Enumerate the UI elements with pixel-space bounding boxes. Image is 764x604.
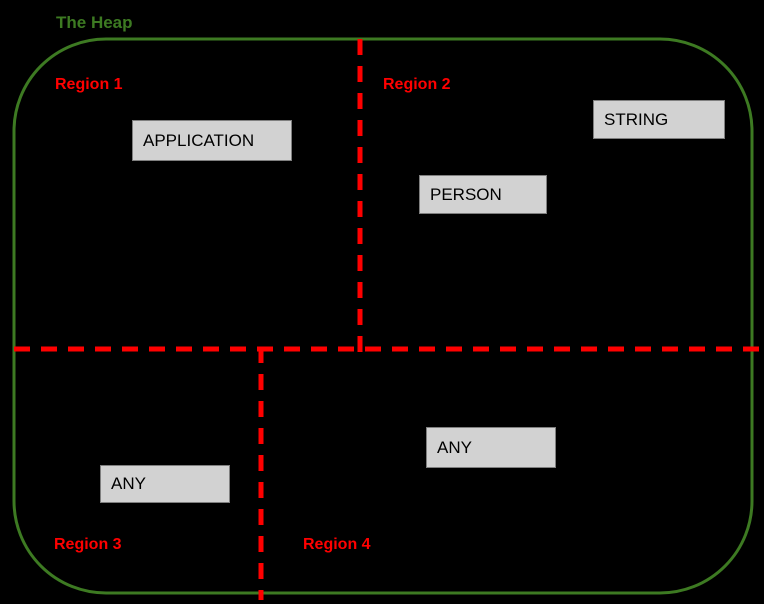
region-label-4: Region 4 — [303, 536, 371, 553]
object-box-person: PERSON — [419, 175, 547, 214]
object-box-label: PERSON — [430, 184, 502, 204]
object-box-label: ANY — [111, 474, 146, 493]
region-label-3: Region 3 — [54, 536, 122, 553]
object-box-any-region4: ANY — [426, 427, 556, 468]
object-box-application: APPLICATION — [132, 120, 292, 161]
object-box-string: STRING — [593, 100, 725, 139]
heap-title: The Heap — [56, 13, 133, 32]
heap-boundary-rect — [12, 37, 754, 595]
object-box-label: STRING — [604, 109, 669, 129]
object-box-label: APPLICATION — [143, 130, 255, 150]
object-box-label: ANY — [437, 437, 472, 457]
object-box-any-region3: ANY — [100, 465, 230, 503]
region-label-2: Region 2 — [383, 76, 451, 93]
region-label-1: Region 1 — [55, 76, 123, 93]
